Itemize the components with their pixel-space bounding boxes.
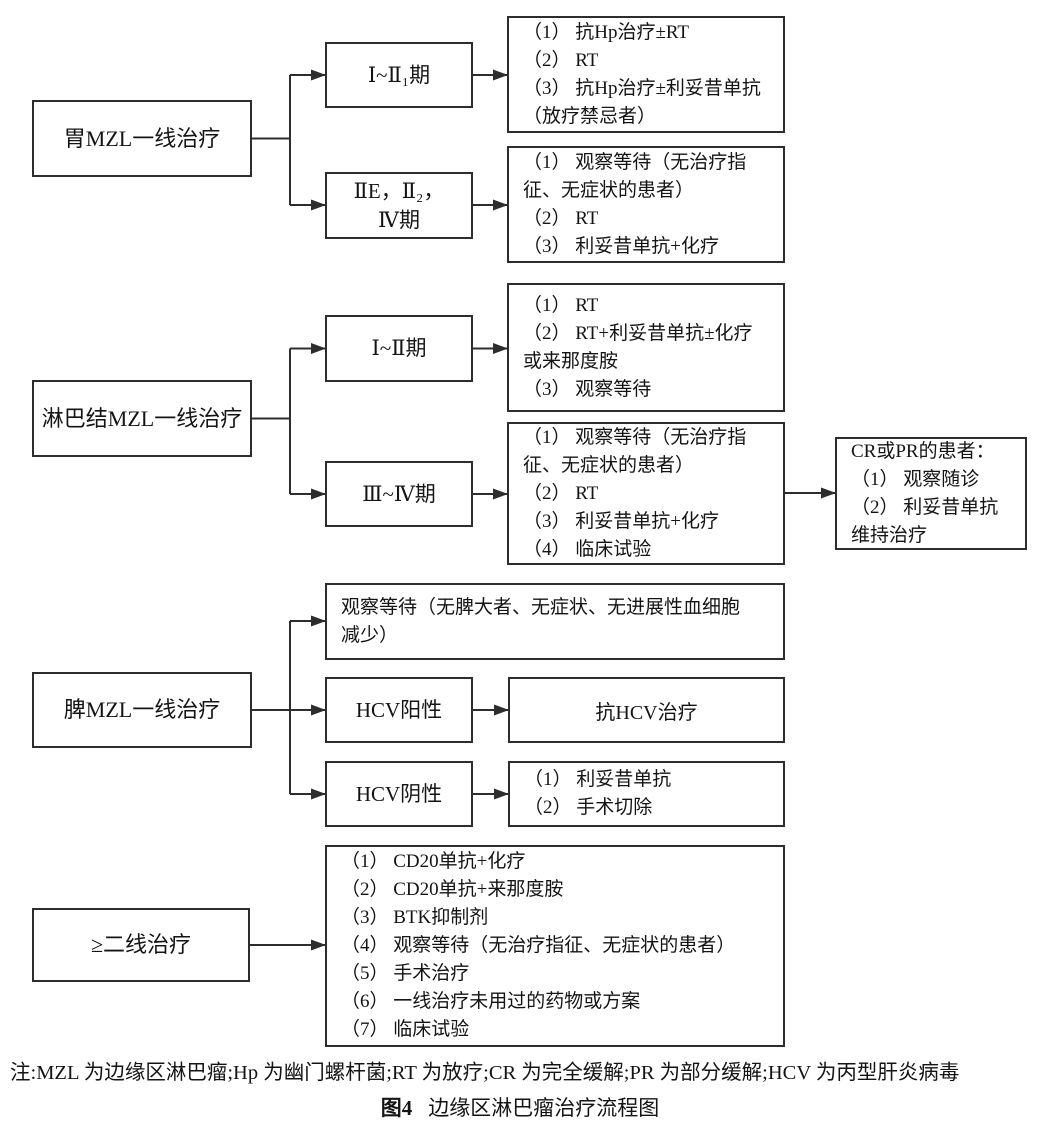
nodal-stage-early-box: Ⅰ~Ⅱ期 xyxy=(325,315,473,382)
nodal-outcome-early-box: （1） RT （2） RT+利妥昔单抗±化疗 或来那度胺 （3） 观察等待 xyxy=(507,283,785,412)
splenic-watch-wait-box: 观察等待（无脾大者、无症状、无进展性血细胞 减少） xyxy=(325,583,785,660)
gastric-stage-late-box: ⅡE，Ⅱ₂， Ⅳ期 xyxy=(325,172,473,239)
splenic-hcv-positive-outcome-box: 抗HCV治疗 xyxy=(508,677,785,743)
splenic-hcv-negative-outcome-box: （1） 利妥昔单抗 （2） 手术切除 xyxy=(508,761,785,827)
figure-caption-label: 图4 xyxy=(380,1096,413,1120)
gastric-root-box: 胃MZL一线治疗 xyxy=(32,100,252,177)
gastric-connectors xyxy=(252,69,508,211)
nodal-connectors xyxy=(252,343,836,500)
splenic-root-box: 脾MZL一线治疗 xyxy=(32,672,252,748)
nodal-root-box: 淋巴结MZL一线治疗 xyxy=(32,380,252,457)
gastric-stage-early-box: Ⅰ~Ⅱ₁期 xyxy=(325,42,473,108)
figure-caption: 图4 边缘区淋巴瘤治疗流程图 xyxy=(0,1094,1040,1122)
splenic-connectors xyxy=(252,615,509,800)
splenic-hcv-negative-box: HCV阴性 xyxy=(325,761,473,827)
figure-note: 注:MZL 为边缘区淋巴瘤;Hp 为幽门螺杆菌;RT 为放疗;CR 为完全缓解;… xyxy=(10,1062,960,1084)
second-line-outcome-box: （1） CD20单抗+化疗 （2） CD20单抗+来那度胺 （3） BTK抑制剂… xyxy=(325,845,785,1047)
nodal-outcome-late-box: （1） 观察等待（无治疗指 征、无症状的患者） （2） RT （3） 利妥昔单抗… xyxy=(507,422,785,565)
gastric-outcome-late-box: （1） 观察等待（无治疗指 征、无症状的患者） （2） RT （3） 利妥昔单抗… xyxy=(507,146,785,263)
splenic-hcv-positive-box: HCV阳性 xyxy=(325,677,473,743)
figure-caption-title: 边缘区淋巴瘤治疗流程图 xyxy=(428,1096,660,1120)
nodal-stage-late-box: Ⅲ~Ⅳ期 xyxy=(325,461,473,527)
nodal-followup-box: CR或PR的患者： （1） 观察随诊 （2） 利妥昔单抗 维持治疗 xyxy=(835,437,1027,550)
gastric-outcome-early-box: （1） 抗Hp治疗±RT （2） RT （3） 抗Hp治疗±利妥昔单抗 （放疗禁… xyxy=(507,16,785,133)
second-line-root-box: ≥二线治疗 xyxy=(32,908,250,982)
